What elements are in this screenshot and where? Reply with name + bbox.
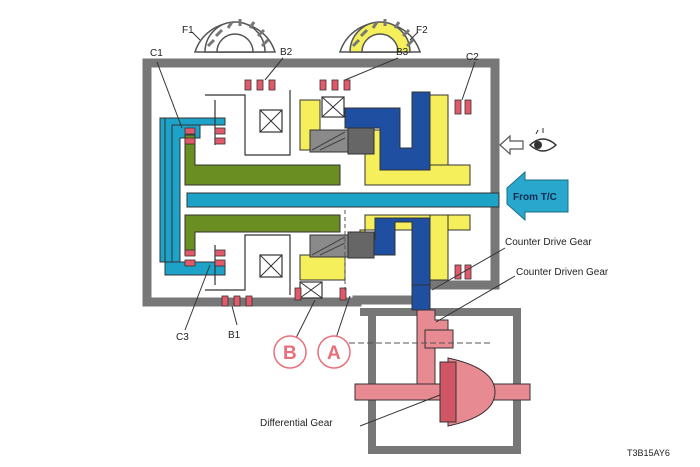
label-c3: C3 — [176, 332, 189, 343]
input-arrow-from-tc: From T/C — [506, 170, 569, 222]
label-counter-driven-gear: Counter Driven Gear — [516, 267, 609, 278]
svg-text:A: A — [327, 343, 341, 364]
label-b3: B3 — [396, 47, 409, 58]
marker-a: A — [317, 335, 351, 369]
figure-code: T3B15AY6 — [627, 448, 670, 458]
one-way-clutch-f1 — [259, 109, 283, 278]
leader-lines — [156, 31, 516, 427]
label-differential-gear: Differential Gear — [260, 418, 333, 429]
input-shaft — [159, 117, 500, 276]
eye-icon — [528, 128, 558, 152]
roller-f1-illustration — [193, 19, 277, 53]
label-c2: C2 — [466, 52, 479, 63]
one-way-clutch-f2 — [299, 96, 345, 299]
label-b2: B2 — [280, 47, 293, 58]
arrow-left-outline-icon — [499, 134, 524, 156]
marker-b: B — [273, 335, 307, 369]
planetary-gears — [309, 127, 375, 259]
label-f1: F1 — [182, 25, 194, 36]
label-c1: C1 — [150, 48, 163, 59]
label-f2: F2 — [416, 25, 428, 36]
roller-f2-illustration — [338, 19, 422, 53]
clutch-plates — [184, 79, 472, 307]
label-b1: B1 — [228, 330, 241, 341]
differential-gear — [354, 357, 531, 427]
label-from-tc: From T/C — [513, 192, 557, 203]
svg-text:B: B — [283, 343, 297, 364]
label-counter-drive-gear: Counter Drive Gear — [505, 237, 592, 248]
